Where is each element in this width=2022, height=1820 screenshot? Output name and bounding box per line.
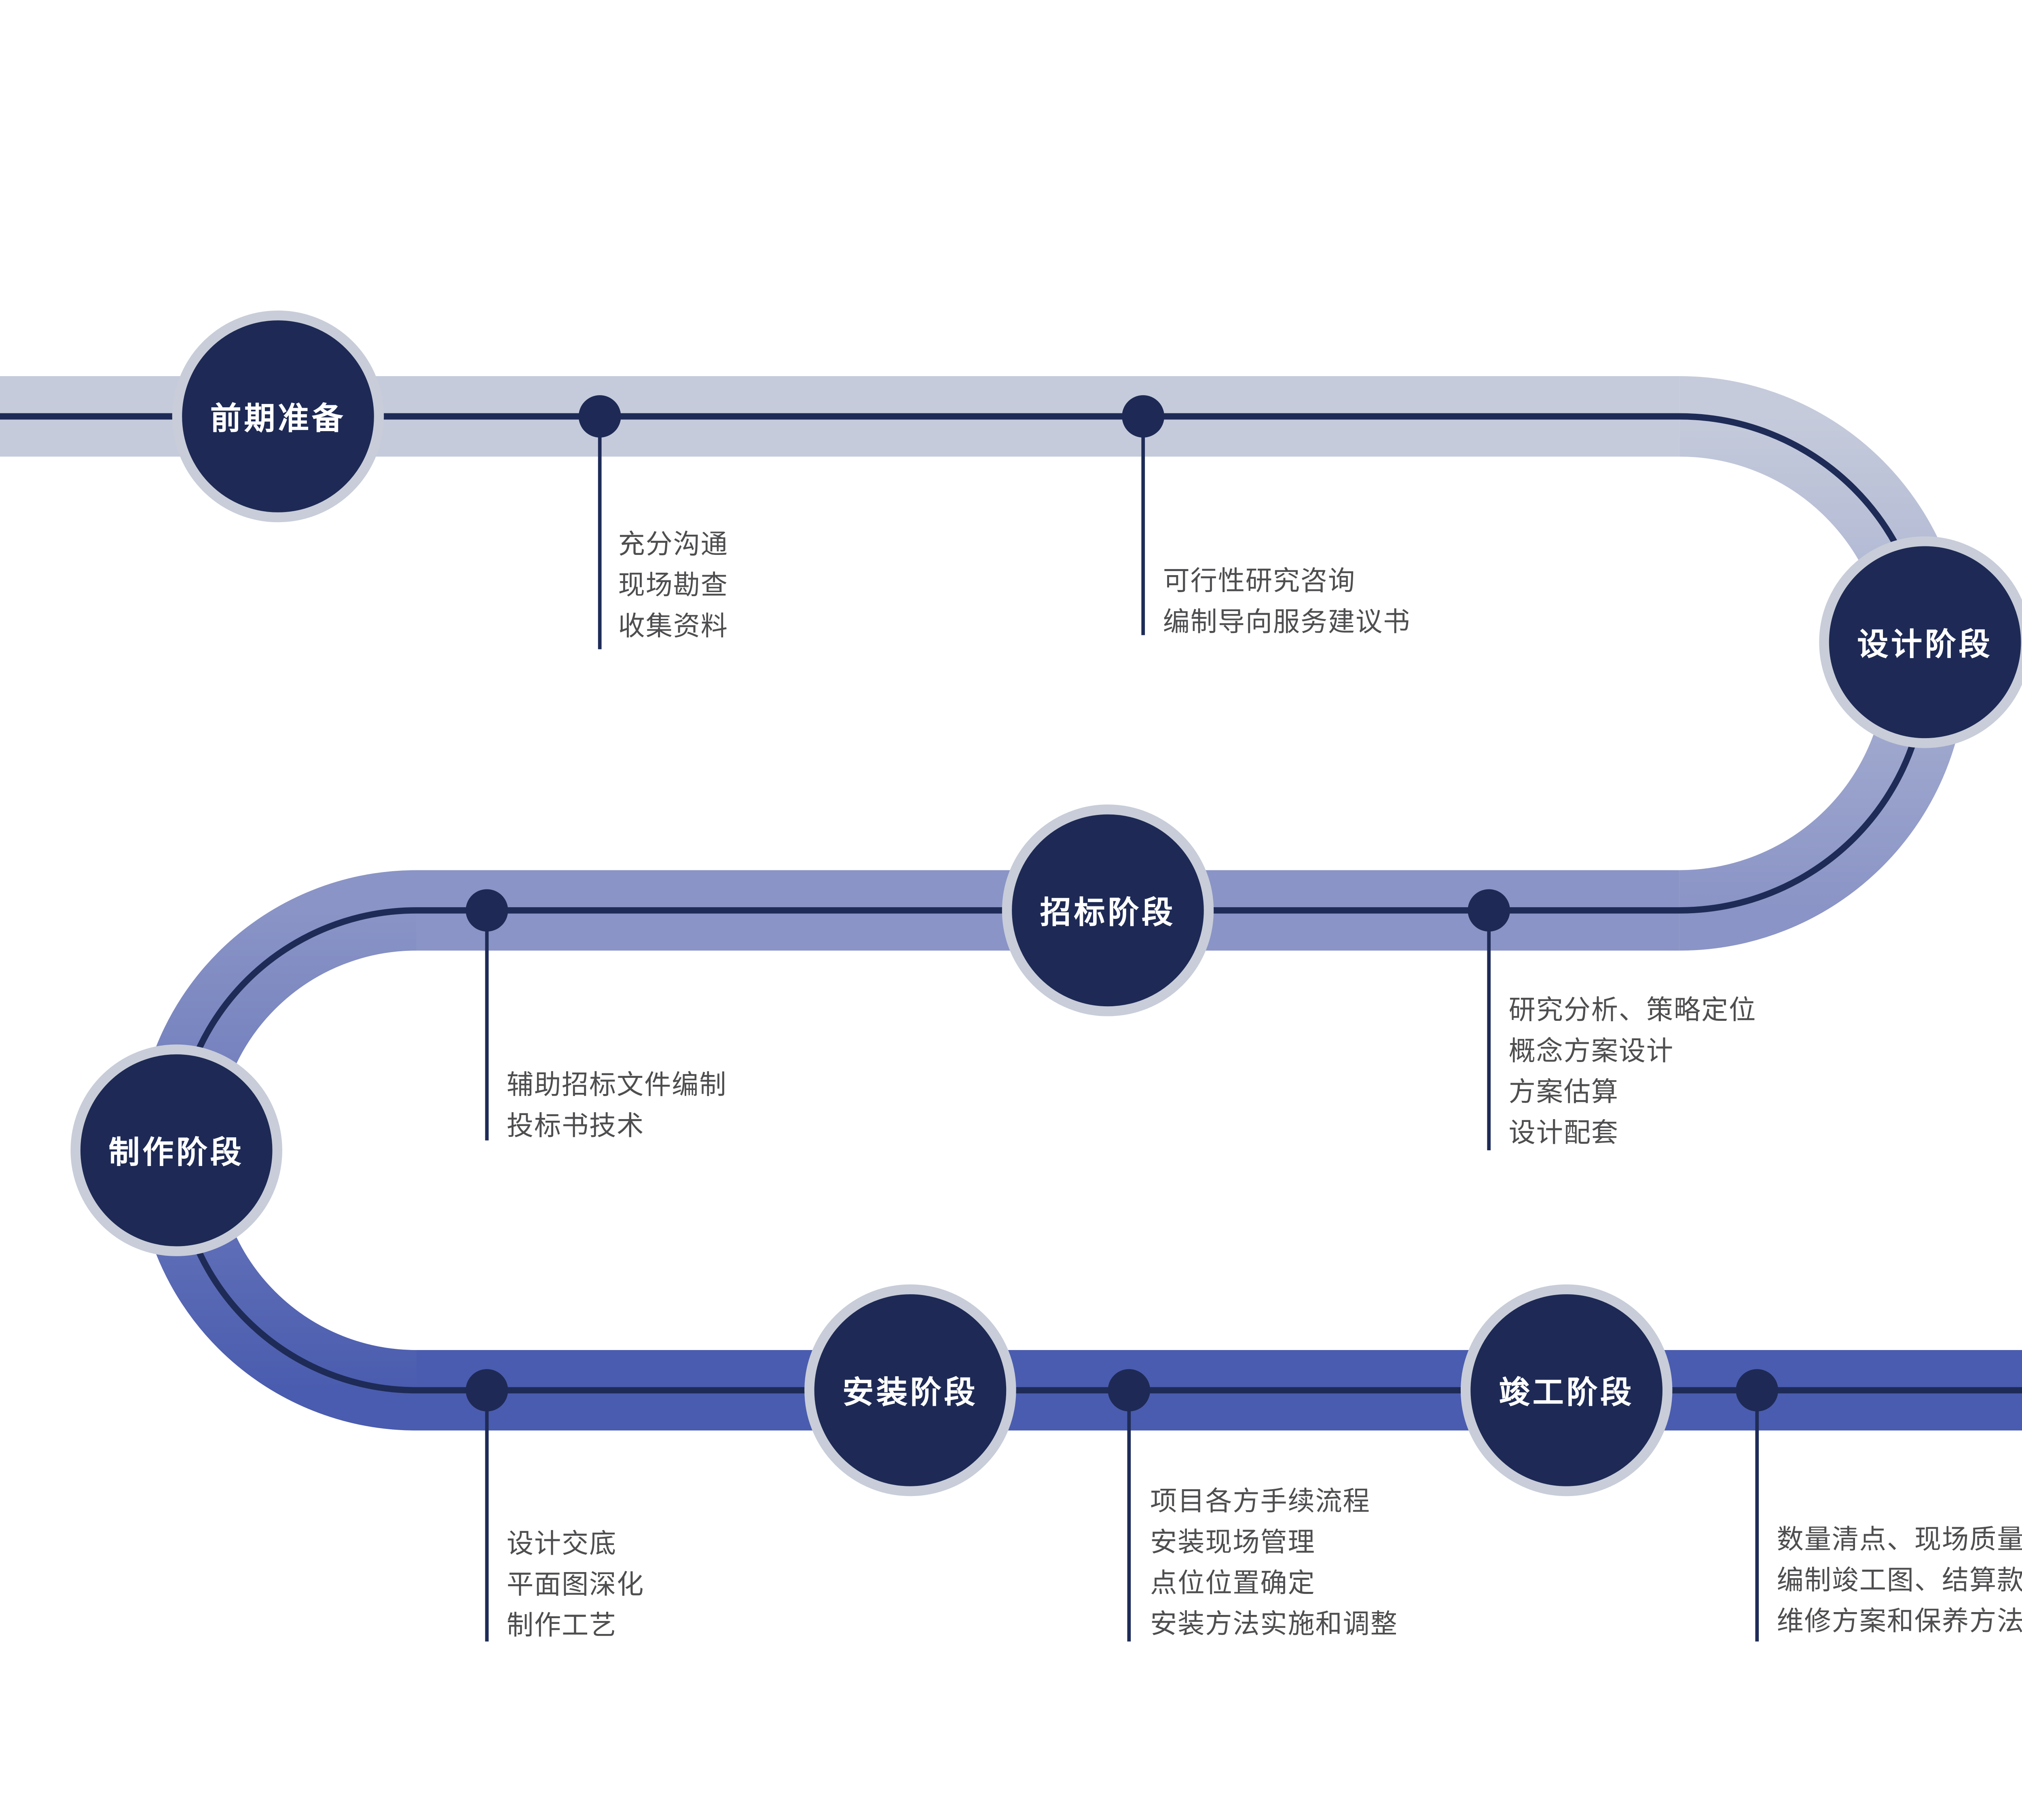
milestone-dot-5 bbox=[465, 1369, 508, 1412]
timeline-centerline bbox=[0, 413, 2022, 1394]
milestone-note-5: 设计交底 平面图深化 制作工艺 bbox=[506, 1530, 645, 1642]
milestone-note-6: 项目各方手续流程 安装现场管理 点位位置确定 安装方法实施和调整 bbox=[1150, 1488, 1398, 1640]
phase-node-label: 前期准备 bbox=[210, 401, 346, 436]
milestone-note-2: 可行性研究咨询 编制导向服务建议书 bbox=[1163, 567, 1411, 638]
milestone-note-7: 数量清点、现场质量验收 编制竣工图、结算款项 维修方案和保养方法交底 bbox=[1777, 1526, 2022, 1638]
milestone-note-4: 研究分析、策略定位 概念方案设计 方案估算 设计配套 bbox=[1508, 996, 1757, 1149]
milestone-dot-7 bbox=[1736, 1369, 1779, 1412]
phase-node-bidding: 招标阶段 bbox=[1002, 804, 1214, 1016]
milestone-dot-2 bbox=[1122, 395, 1165, 438]
phase-node-label: 设计阶段 bbox=[1857, 626, 1993, 662]
milestone-dot-1 bbox=[578, 395, 621, 438]
phase-node-production: 制作阶段 bbox=[70, 1044, 282, 1256]
milestone-dot-6 bbox=[1108, 1369, 1151, 1412]
phase-node-label: 招标阶段 bbox=[1040, 895, 1176, 930]
phase-node-preparation: 前期准备 bbox=[172, 310, 384, 523]
milestone-note-1: 充分沟通 现场勘查 收集资料 bbox=[618, 531, 728, 642]
milestone-dot-4 bbox=[1468, 889, 1510, 932]
milestone-note-3: 辅助招标文件编制 投标书技术 bbox=[506, 1071, 727, 1142]
milestone-dot-3 bbox=[465, 889, 508, 932]
phase-node-label: 竣工阶段 bbox=[1499, 1375, 1635, 1410]
phase-node-label: 制作阶段 bbox=[108, 1134, 244, 1170]
phase-node-label: 安装阶段 bbox=[842, 1375, 978, 1410]
phase-node-design: 设计阶段 bbox=[1819, 536, 2022, 748]
phase-node-installation: 安装阶段 bbox=[804, 1284, 1016, 1496]
phase-node-completion: 竣工阶段 bbox=[1460, 1284, 1673, 1496]
